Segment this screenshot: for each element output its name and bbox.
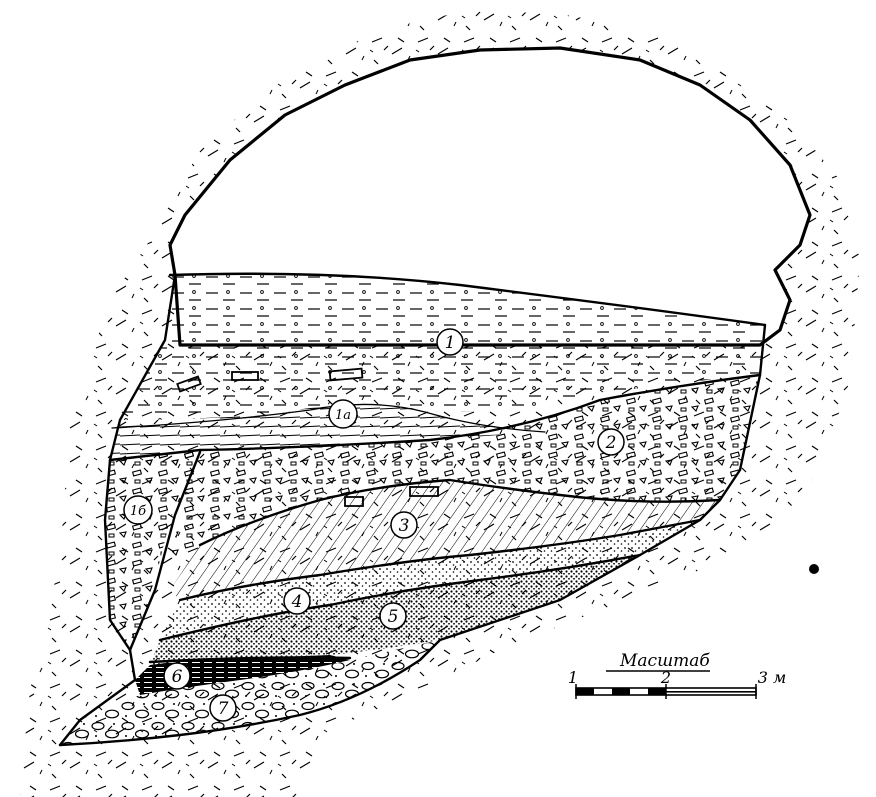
- marker-dot: [809, 564, 819, 574]
- svg-text:5: 5: [388, 607, 399, 627]
- layer-label-1b: 1б: [124, 496, 152, 524]
- layer-label-2: 2: [598, 429, 624, 455]
- layer-label-1a: 1a: [329, 400, 357, 428]
- svg-text:6: 6: [172, 667, 183, 687]
- svg-text:2: 2: [605, 433, 617, 453]
- svg-text:7: 7: [218, 699, 229, 719]
- scale-bar: Масштаб 1 2 3 м: [568, 651, 786, 699]
- layer-label-6: 6: [164, 663, 190, 689]
- layer-label-5: 5: [380, 603, 406, 629]
- scale-tick-3: 3 м: [758, 668, 787, 687]
- svg-text:3: 3: [399, 516, 410, 536]
- svg-text:1б: 1б: [130, 504, 146, 519]
- layer-label-4: 4: [284, 588, 310, 614]
- layer-label-7: 7: [210, 695, 236, 721]
- svg-text:1a: 1a: [335, 408, 351, 423]
- svg-text:4: 4: [291, 592, 303, 612]
- svg-text:1: 1: [445, 333, 456, 353]
- layer-label-1: 1: [437, 329, 463, 355]
- layer-label-3: 3: [391, 512, 417, 538]
